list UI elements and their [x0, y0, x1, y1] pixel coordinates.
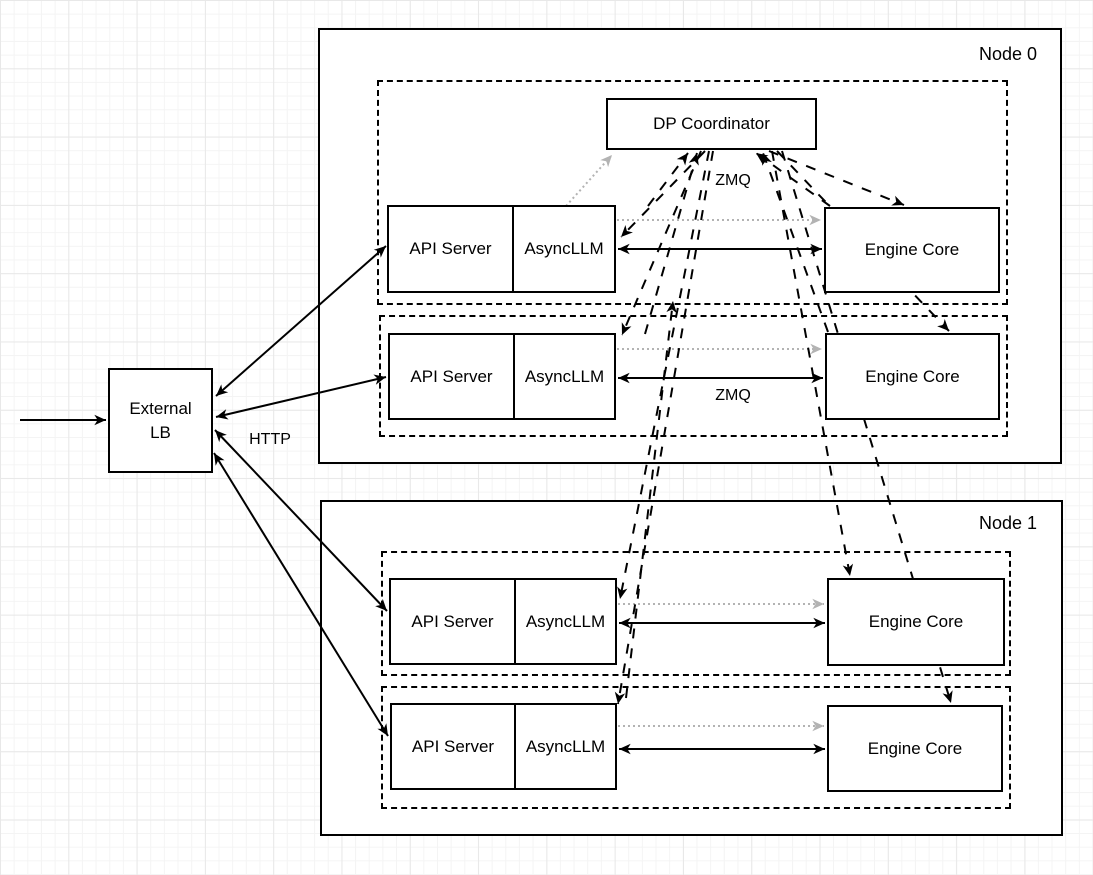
api-server-label: API Server [411, 736, 495, 756]
api-server-cell-4: API Server [392, 705, 516, 788]
api-server-asyncllm-box-1: API Server AsyncLLM [387, 205, 616, 293]
http-label: HTTP [249, 431, 291, 448]
engine-core-label: Engine Core [868, 612, 964, 631]
zmq-row2-label: ZMQ [715, 387, 751, 404]
api-server-asyncllm-box-4: API Server AsyncLLM [390, 703, 617, 790]
external-lb-box: External LB [108, 368, 213, 473]
api-server-cell-3: API Server [391, 580, 516, 663]
api-server-label: API Server [411, 611, 494, 631]
asyncllm-label: AsyncLLM [524, 366, 605, 386]
asyncllm-cell-3: AsyncLLM [516, 580, 615, 663]
node0-label: Node 0 [978, 44, 1038, 64]
engine-core-label: Engine Core [865, 366, 960, 386]
engine-core-label: Engine Core [864, 240, 960, 259]
asyncllm-cell-4: AsyncLLM [516, 705, 615, 788]
engine-core-label: Engine Core [867, 738, 963, 758]
asyncllm-label: AsyncLLM [525, 736, 606, 756]
asyncllm-label: AsyncLLM [524, 239, 604, 258]
engine-core-box-3: Engine Core [827, 578, 1005, 666]
api-server-cell-2: API Server [390, 335, 515, 418]
asyncllm-cell-2: AsyncLLM [515, 335, 614, 418]
dp-coordinator-label: DP Coordinator [653, 114, 770, 133]
asyncllm-label: AsyncLLM [525, 611, 606, 631]
api-server-label: API Server [410, 366, 493, 386]
asyncllm-cell-1: AsyncLLM [514, 207, 614, 291]
api-server-asyncllm-box-3: API Server AsyncLLM [389, 578, 617, 665]
api-server-asyncllm-box-2: API Server AsyncLLM [388, 333, 616, 420]
engine-core-box-1: Engine Core [824, 207, 1000, 293]
api-server-cell-1: API Server [389, 207, 514, 291]
engine-core-box-4: Engine Core [827, 705, 1003, 792]
external-lb-label-line1: External [129, 398, 192, 418]
external-lb-label-line2: LB [150, 422, 171, 442]
api-server-label: API Server [409, 239, 492, 258]
dp-coordinator-box: DP Coordinator [606, 98, 817, 150]
engine-core-box-2: Engine Core [825, 333, 1000, 420]
zmq-coordinator-label: ZMQ [715, 172, 751, 189]
node1-label: Node 1 [978, 513, 1038, 533]
